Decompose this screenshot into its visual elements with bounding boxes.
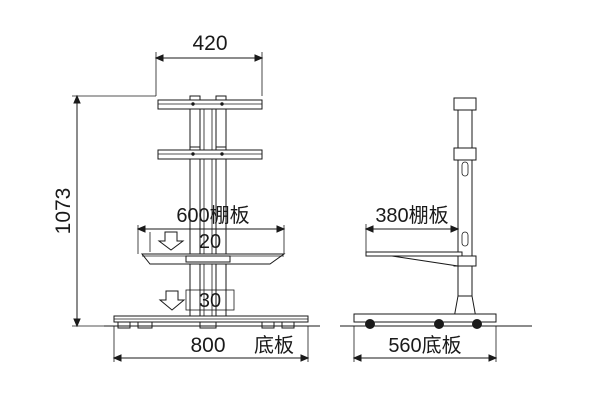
side-shelf-dimension: 380棚板	[364, 204, 460, 254]
top-shelf	[157, 95, 263, 110]
side-base-dimension: 560底板	[352, 326, 498, 362]
side-base	[340, 313, 532, 329]
side-shelf	[365, 251, 463, 267]
shelf-step-30: 30	[158, 289, 235, 312]
shelf-width-dimension: 600棚板	[136, 204, 286, 254]
front-view: 420 1073	[52, 32, 320, 362]
top-width-dimension: 420	[154, 32, 264, 96]
shelf-width-label: 600棚板	[176, 204, 249, 227]
front-base	[104, 315, 320, 329]
side-base-label: 560底板	[388, 334, 461, 357]
top-width-label: 420	[192, 32, 227, 55]
height-dimension: 1073	[52, 94, 156, 328]
base-material-label: 底板	[254, 334, 294, 357]
shelf-step-2-label: 30	[199, 290, 221, 312]
second-shelf	[157, 146, 263, 160]
height-label: 1073	[52, 188, 75, 235]
side-view: 380棚板 560底板	[340, 97, 532, 362]
shelf-step-1-label: 20	[199, 231, 221, 253]
shelf-step-20: 20	[149, 231, 221, 253]
side-shelf-label: 380棚板	[375, 204, 448, 227]
base-width-dimension: 800 底板	[112, 326, 310, 362]
main-shelf	[140, 253, 286, 265]
base-width-label: 800	[190, 334, 225, 357]
side-pole	[453, 97, 477, 319]
